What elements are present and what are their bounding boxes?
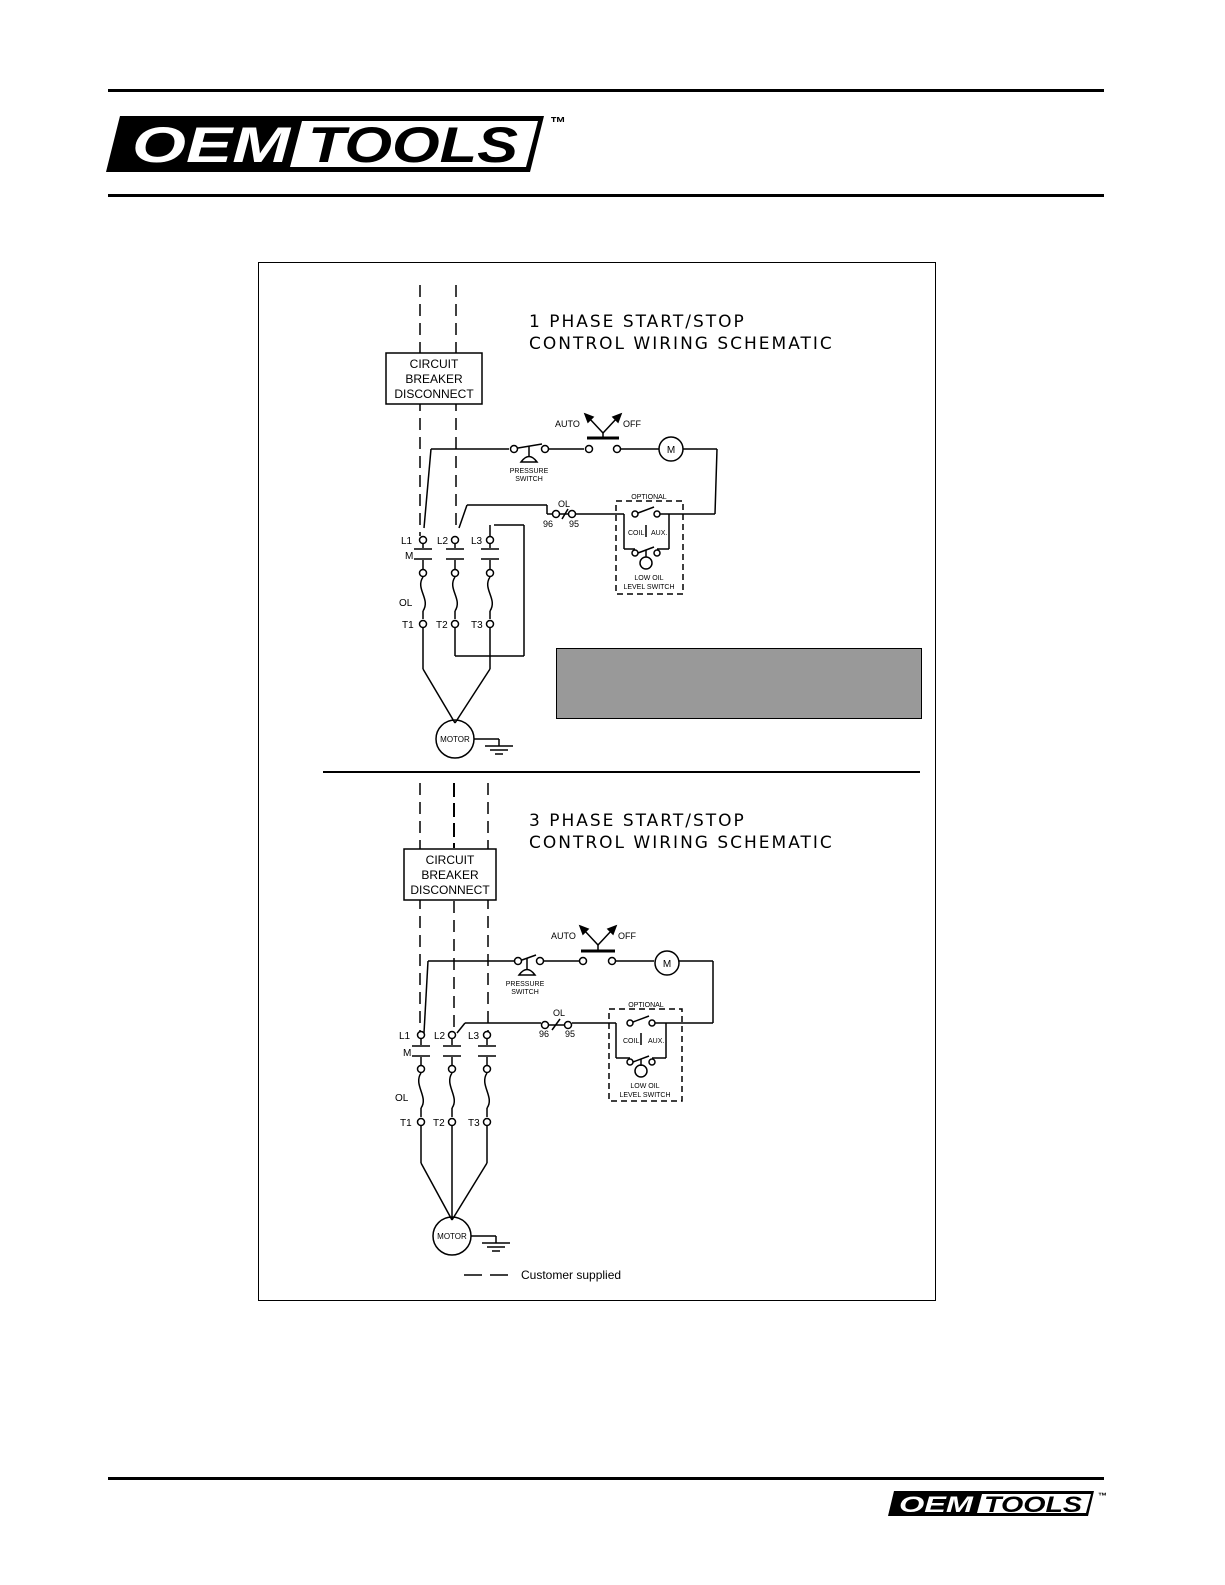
ol-96-label-3: 96 <box>539 1029 549 1039</box>
optional-label-3: OPTIONAL <box>628 1002 664 1009</box>
schematic-1-phase <box>385 285 718 759</box>
footer-logo-trademark: ™ <box>1098 1491 1107 1501</box>
pressure-switch-label-2: SWITCH <box>515 476 543 483</box>
motor-label: MOTOR <box>440 735 470 744</box>
terminal-3-ol: OL <box>395 1093 409 1104</box>
ol-95-label-3: 95 <box>565 1029 575 1039</box>
terminal-l3: L3 <box>471 536 483 547</box>
ol-label: OL <box>558 499 570 509</box>
terminal-m: M <box>405 551 413 562</box>
terminal-3-t1: T1 <box>400 1118 412 1129</box>
logo-oem-text: OEM <box>132 117 292 173</box>
terminal-l2: L2 <box>437 536 449 547</box>
breaker-label-3-3: DISCONNECT <box>410 883 490 897</box>
labels-3-phase: 3 PHASE START/STOP CONTROL WIRING SCHEMA… <box>395 811 834 1241</box>
motor-label-3: MOTOR <box>437 1232 467 1241</box>
breaker-label-1: CIRCUIT <box>410 357 459 371</box>
terminal-3-l3: L3 <box>468 1031 480 1042</box>
off-label-3: OFF <box>618 931 636 941</box>
pressure-switch-label-1: PRESSURE <box>510 468 549 475</box>
title-1phase-line1: 1 PHASE START/STOP <box>529 312 746 332</box>
circuit-breaker-box-3 <box>403 848 497 901</box>
footer-logo-tools-text: TOOLS <box>984 1492 1082 1517</box>
motor-m-label: M <box>667 445 675 456</box>
terminal-3-m: M <box>403 1048 411 1059</box>
off-label: OFF <box>623 419 641 429</box>
optional-label: OPTIONAL <box>631 494 667 501</box>
schematic-3-phase <box>403 783 714 1256</box>
low-oil-label-2: LEVEL SWITCH <box>623 584 674 591</box>
ol-95-label: 95 <box>569 519 579 529</box>
terminal-3-t3: T3 <box>468 1118 480 1129</box>
aux-label: AUX. <box>651 530 667 537</box>
motor-m-label-3: M <box>663 959 671 970</box>
breaker-label-3: DISCONNECT <box>394 387 474 401</box>
terminal-3-l2: L2 <box>434 1031 446 1042</box>
ol-96-label: 96 <box>543 519 553 529</box>
title-3phase-line2: CONTROL WIRING SCHEMATIC <box>529 833 834 853</box>
low-oil-label-1: LOW OIL <box>634 575 663 582</box>
schematic-figure: 1 PHASE START/STOP CONTROL WIRING SCHEMA… <box>258 262 936 1301</box>
wiring-schematics: 1 PHASE START/STOP CONTROL WIRING SCHEMA… <box>323 285 920 1282</box>
breaker-label-3-2: BREAKER <box>421 868 479 882</box>
optional-box-1 <box>615 500 684 595</box>
breaker-label-3-1: CIRCUIT <box>426 853 475 867</box>
low-oil-label-3-1: LOW OIL <box>630 1083 659 1090</box>
auto-label: AUTO <box>555 419 580 429</box>
logo-tools-text: TOOLS <box>308 117 518 173</box>
oemtools-logo-footer: OEM TOOLS ™ <box>888 1491 1107 1517</box>
terminal-l1: L1 <box>401 536 413 547</box>
pressure-switch-label-3-1: PRESSURE <box>506 981 545 988</box>
coil-label-3: COIL <box>623 1038 639 1045</box>
terminal-t1: T1 <box>402 620 414 631</box>
oemtools-logo: OEM TOOLS ™ <box>106 115 566 173</box>
terminal-ol: OL <box>399 598 413 609</box>
terminal-3-l1: L1 <box>399 1031 411 1042</box>
legend-customer-supplied: Customer supplied <box>521 1268 621 1282</box>
header-rule-top <box>108 89 1104 92</box>
gray-blank-box <box>556 648 922 719</box>
optional-box-3 <box>608 1008 683 1102</box>
terminal-3-t2: T2 <box>433 1118 445 1129</box>
pressure-switch-label-3-2: SWITCH <box>511 989 539 996</box>
title-1phase-line2: CONTROL WIRING SCHEMATIC <box>529 334 834 354</box>
header-rule-bottom <box>108 194 1104 197</box>
coil-label: COIL <box>628 530 644 537</box>
terminal-t3: T3 <box>471 620 483 631</box>
auto-label-3: AUTO <box>551 931 576 941</box>
labels-1-phase: 1 PHASE START/STOP CONTROL WIRING SCHEMA… <box>394 312 834 744</box>
aux-label-3: AUX. <box>648 1038 664 1045</box>
circuit-breaker-box-1 <box>385 352 483 405</box>
terminal-t2: T2 <box>436 620 448 631</box>
title-3phase-line1: 3 PHASE START/STOP <box>529 811 746 831</box>
footer-logo-oem-text: OEM <box>899 1492 974 1517</box>
breaker-label-2: BREAKER <box>405 372 463 386</box>
ol-label-3: OL <box>553 1008 565 1018</box>
logo-trademark: ™ <box>550 115 566 132</box>
pump-motor-symbol-3 <box>654 950 680 976</box>
low-oil-label-3-2: LEVEL SWITCH <box>619 1092 670 1099</box>
footer-rule <box>108 1477 1104 1480</box>
